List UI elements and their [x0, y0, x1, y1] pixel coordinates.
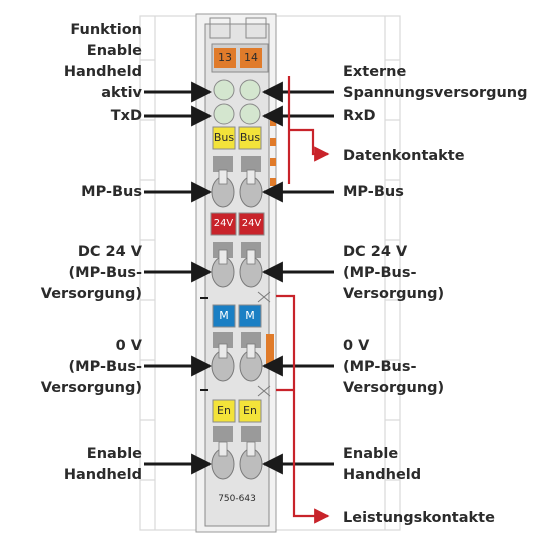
label-mpbus-left: MP-Bus — [81, 184, 142, 200]
leistungskontakte-bracket — [276, 294, 330, 524]
rail-outline — [139, 15, 401, 531]
label-0v-right: 0 V (MP-Bus- Versorgung) — [343, 338, 445, 396]
module-model-number: 750-643 — [218, 494, 256, 504]
side-power-contact — [266, 334, 274, 364]
bus-badge-left — [212, 126, 236, 150]
v24-badge-right-text: 24V — [241, 218, 262, 229]
led-right-top — [239, 79, 261, 101]
label-funktion-enable: Funktion Enable Handheld aktiv — [63, 22, 142, 101]
m-badge-right — [238, 304, 262, 328]
led-indicators — [213, 79, 261, 125]
led-right-bottom — [239, 103, 261, 125]
label-rxd: RxD — [343, 108, 376, 124]
bus-badge-right-text: Bus — [239, 131, 261, 144]
label-dc24-right: DC 24 V (MP-Bus- Versorgung) — [343, 244, 445, 302]
clamp-terminals — [211, 176, 263, 480]
led-left-top — [213, 79, 235, 101]
m-badge-left — [212, 304, 236, 328]
label-dc24-left: DC 24 V (MP-Bus- Versorgung) — [40, 244, 142, 302]
bus-badge-right — [238, 126, 262, 150]
en-badge-right-text: En — [243, 404, 257, 417]
en-badge-left — [212, 399, 236, 423]
orange-label-14-text: 14 — [244, 51, 258, 64]
right-arrows — [261, 81, 334, 475]
en-badge-left-text: En — [217, 404, 231, 417]
m-badge-right-text: M — [245, 309, 255, 322]
orange-label-13 — [214, 48, 236, 68]
led-left-bottom — [213, 103, 235, 125]
label-txd: TxD — [110, 108, 142, 124]
label-0v-left: 0 V (MP-Bus- Versorgung) — [40, 338, 142, 396]
orange-label-14 — [240, 48, 262, 68]
contact-slots — [213, 156, 261, 442]
orange-label-13-text: 13 — [218, 51, 232, 64]
label-leistungskontakte: Leistungskontakte — [343, 510, 495, 526]
label-enable-handheld-right: Enable Handheld — [343, 446, 422, 483]
datenkontakte-bracket — [287, 76, 330, 184]
left-arrows — [144, 81, 213, 475]
label-mpbus-right: MP-Bus — [343, 184, 404, 200]
m-badge-left-text: M — [219, 309, 229, 322]
bus-badge-left-text: Bus — [213, 131, 235, 144]
v24-badge-left-text: 24V — [213, 218, 234, 229]
v24-badge-right — [238, 212, 265, 236]
label-externe-spannung: Externe Spannungsversorgung — [343, 64, 528, 101]
label-enable-handheld-left: Enable Handheld — [63, 446, 142, 483]
v24-badge-left — [210, 212, 237, 236]
en-badge-right — [238, 399, 262, 423]
label-datenkontakte: Datenkontakte — [343, 148, 465, 164]
